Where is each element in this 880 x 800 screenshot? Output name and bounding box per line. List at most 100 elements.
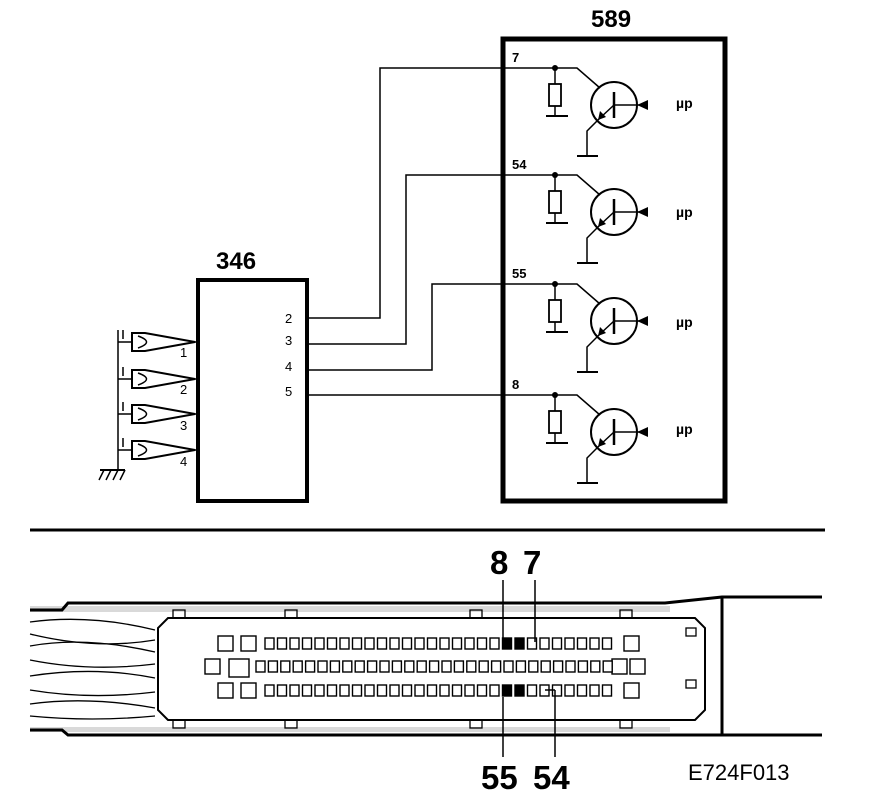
pin-cavity (576, 637, 588, 650)
microprocessor-label: µp (676, 421, 693, 437)
ecu-pin-label: 55 (512, 266, 526, 281)
connector-pin-label: 55 (481, 759, 518, 796)
driver-stage (546, 65, 648, 157)
microprocessor-label: µp (676, 204, 693, 220)
pin-cavity (404, 660, 415, 673)
pin-cavity (464, 684, 475, 697)
ground-symbol (98, 469, 126, 481)
pin-cavity (466, 660, 477, 673)
pin-cavity (441, 660, 452, 673)
pin-cavity (339, 684, 350, 697)
ecu-box (500, 36, 728, 504)
driver-stage (546, 281, 648, 373)
pin-cavity (280, 660, 291, 673)
pin-cavity (389, 684, 400, 697)
pin-cavity (326, 637, 338, 650)
pin-cavity (264, 684, 275, 697)
module-box (196, 278, 309, 503)
ignition-coil (118, 402, 198, 424)
pin-cavity (590, 660, 601, 673)
pin-cavity (601, 684, 613, 697)
pin-cavity (451, 637, 463, 650)
pin-cavity (526, 637, 538, 650)
pin-cavity (528, 660, 539, 673)
pin-cavity (589, 684, 600, 697)
pin-cavity (326, 684, 338, 697)
pin-cavity (217, 635, 234, 652)
pin-cavity (264, 637, 275, 650)
pin-cavity (204, 658, 221, 675)
pin-cavity (379, 660, 390, 673)
pin-cavity (439, 637, 450, 650)
microprocessor-label: µp (676, 314, 693, 330)
pin-cavity (451, 684, 463, 697)
pin-cavity (366, 660, 378, 673)
pin-cavity (364, 637, 375, 650)
pin-cavity (289, 684, 300, 697)
module-pin-label: 4 (285, 359, 292, 374)
wire-pin2-to-7 (307, 67, 555, 319)
pin-cavity (540, 660, 551, 673)
pin-cavity (503, 660, 514, 673)
pin-cavity (414, 637, 425, 650)
coil-number: 3 (180, 418, 187, 433)
pin-cavity (228, 658, 250, 678)
pin-cavity (217, 682, 234, 699)
highlighted-pin (501, 684, 513, 697)
pin-cavity (342, 660, 353, 673)
pin-cavity (601, 637, 613, 650)
pin-cavity (401, 637, 413, 650)
pin-cavity (304, 660, 316, 673)
pin-cavity (301, 684, 313, 697)
pin-cavity (489, 684, 500, 697)
pin-cavity (564, 637, 575, 650)
wire-pin3-to-54 (307, 174, 555, 345)
pin-cavity (576, 684, 588, 697)
pin-cavity (464, 637, 475, 650)
module-label: 346 (216, 248, 256, 275)
pin-cavity (329, 660, 341, 673)
module-pin-label: 5 (285, 384, 292, 399)
pin-cavity (428, 660, 440, 673)
pin-cavity (276, 684, 288, 697)
pin-cavity (564, 684, 575, 697)
pin-cavity (629, 658, 646, 675)
pin-cavity (478, 660, 489, 673)
ecu-label: 589 (591, 6, 631, 33)
pin-cavity (376, 684, 388, 697)
pin-cavity (551, 637, 563, 650)
pin-cavity (276, 637, 288, 650)
pin-cavity (289, 637, 300, 650)
pin-cavity (426, 637, 438, 650)
highlighted-pin (501, 637, 513, 650)
ignition-coil (118, 330, 198, 352)
pin-cavity (489, 637, 500, 650)
pin-cavity (389, 637, 400, 650)
ignition-coil (118, 367, 198, 389)
pin-cavity (314, 684, 325, 697)
pin-cavity (267, 660, 279, 673)
module-pin-label: 3 (285, 333, 292, 348)
wire-pin4-to-55 (307, 283, 555, 371)
pin-cavity (317, 660, 328, 673)
pin-cavity (453, 660, 465, 673)
coil-number: 4 (180, 454, 187, 469)
pin-cavity (255, 660, 266, 673)
coil-number: 2 (180, 382, 187, 397)
pin-cavity (539, 637, 550, 650)
ecu-pin-label: 54 (512, 157, 527, 172)
connector-pin-label: 8 (490, 544, 508, 581)
pin-cavity (301, 637, 313, 650)
pin-cavity (602, 660, 613, 673)
driver-stage (546, 172, 648, 264)
pin-cavity (401, 684, 413, 697)
pin-cavity (476, 684, 488, 697)
pin-cavity (439, 684, 450, 697)
pin-cavity (565, 660, 576, 673)
microprocessor-label: µp (676, 95, 693, 111)
ecu-pin-label: 7 (512, 50, 519, 65)
pin-cavity (354, 660, 365, 673)
cable-bundle (29, 618, 156, 720)
